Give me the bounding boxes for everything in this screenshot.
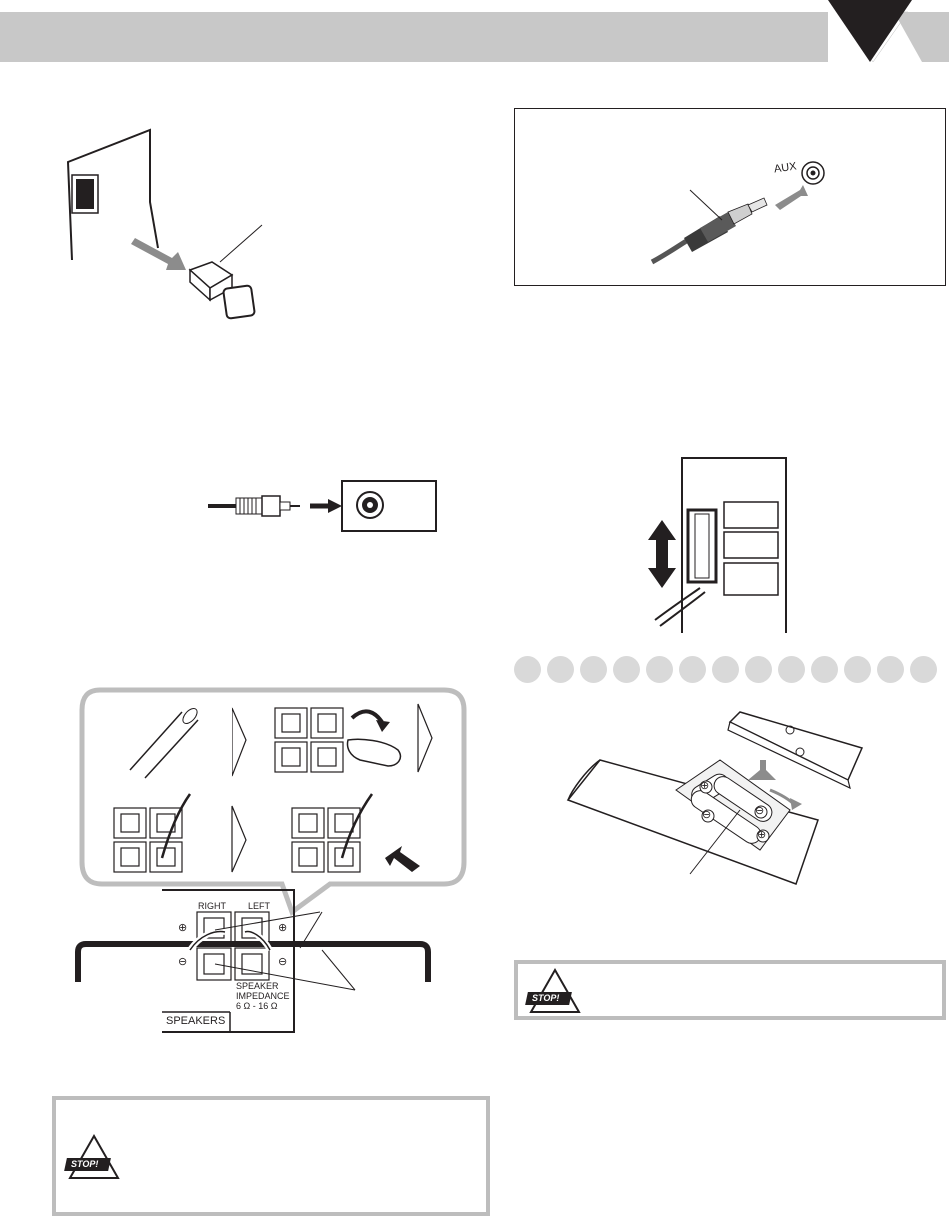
stop-warning-icon (64, 1133, 120, 1179)
minus-symbol-left: ⊖ (278, 956, 288, 968)
section-dot (844, 656, 871, 683)
minus-symbol-right: ⊖ (178, 956, 188, 968)
aux-connection-box (514, 108, 946, 286)
section-dot (580, 656, 607, 683)
section-dot (745, 656, 772, 683)
section-dot (646, 656, 673, 683)
stop-label-left: STOP! (71, 1159, 99, 1169)
section-dot (778, 656, 805, 683)
speaker-connection-callout (79, 687, 467, 917)
warning-box-speakers (52, 1096, 490, 1216)
section-dot (514, 656, 541, 683)
impedance-label-1: SPEAKER (236, 981, 279, 991)
antenna-terminal-illustration (648, 457, 787, 633)
remote-plus-2: ⊕ (757, 829, 767, 841)
rca-plug-illustration (208, 480, 437, 532)
speaker-left-label: LEFT (248, 901, 271, 911)
speakers-label: SPEAKERS (166, 1015, 226, 1027)
aux-plug-illustration (650, 161, 825, 265)
header-band (0, 12, 880, 62)
plus-symbol-left: ⊕ (278, 922, 288, 934)
speaker-terminal-panel (75, 889, 431, 1033)
section-dot (877, 656, 904, 683)
section-dot (910, 656, 937, 683)
stop-label-right: STOP! (532, 993, 560, 1003)
impedance-label-2: IMPEDANCE (236, 991, 290, 1001)
impedance-value: 6 Ω - 16 Ω (236, 1001, 278, 1011)
warning-box-remote (514, 960, 946, 1020)
remote-plus-1: ⊕ (700, 780, 710, 792)
speaker-right-label: RIGHT (198, 901, 226, 911)
section-dot (547, 656, 574, 683)
remote-minus-2: ⊖ (702, 809, 712, 821)
stop-warning-icon (525, 967, 581, 1013)
section-dot (712, 656, 739, 683)
remote-minus-1: ⊖ (755, 805, 765, 817)
remote-control-illustration (566, 711, 864, 885)
optical-cap-illustration (66, 128, 263, 320)
plus-symbol-right: ⊕ (178, 922, 188, 934)
triangle-down-icon (828, 0, 949, 63)
section-dot (811, 656, 838, 683)
section-dot (679, 656, 706, 683)
section-dot (613, 656, 640, 683)
